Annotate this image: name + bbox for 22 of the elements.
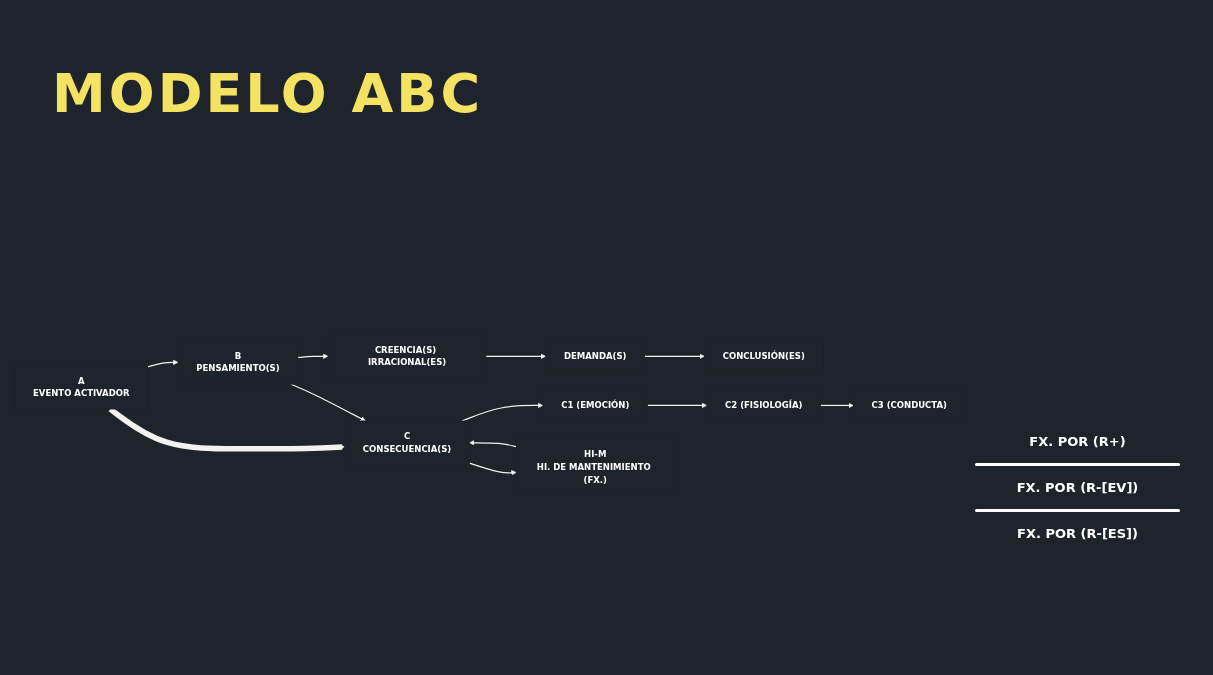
note-text: FX. POR (R-[EV]) [1015, 479, 1140, 497]
node-text: C1 (EMOCIÓN) [561, 400, 630, 410]
node-text: C2 (FISIOLOGÍA) [725, 400, 803, 410]
arrow [485, 353, 546, 359]
node-text: HI-M HI. DE MANTENIMIENTO (FX.) [536, 449, 651, 485]
arrow [147, 359, 179, 368]
note-text: FX. POR (R+) [1028, 433, 1127, 451]
title: MODELO ABC [52, 62, 484, 125]
note-text: FX. POR (R-[ES]) [1016, 525, 1139, 543]
node-text: CREENCIA(S) IRRACIONAL(ES) [367, 344, 447, 368]
arrow [297, 353, 329, 359]
node-text: A EVENTO ACTIVADOR [33, 375, 130, 399]
arrow [644, 353, 705, 359]
node-text: B PENSAMIENTO(S) [196, 350, 280, 374]
node-text: C CONSECUENCIA(S) [362, 431, 452, 454]
arrow [646, 402, 708, 409]
node-text: DEMANDA(S) [563, 351, 627, 361]
arrow [820, 402, 854, 409]
arrow [469, 440, 517, 448]
node-text: C3 (CONDUCTA) [871, 400, 947, 410]
node-text: CONCLUSIÓN(ES) [722, 351, 805, 361]
arrow [468, 462, 517, 476]
